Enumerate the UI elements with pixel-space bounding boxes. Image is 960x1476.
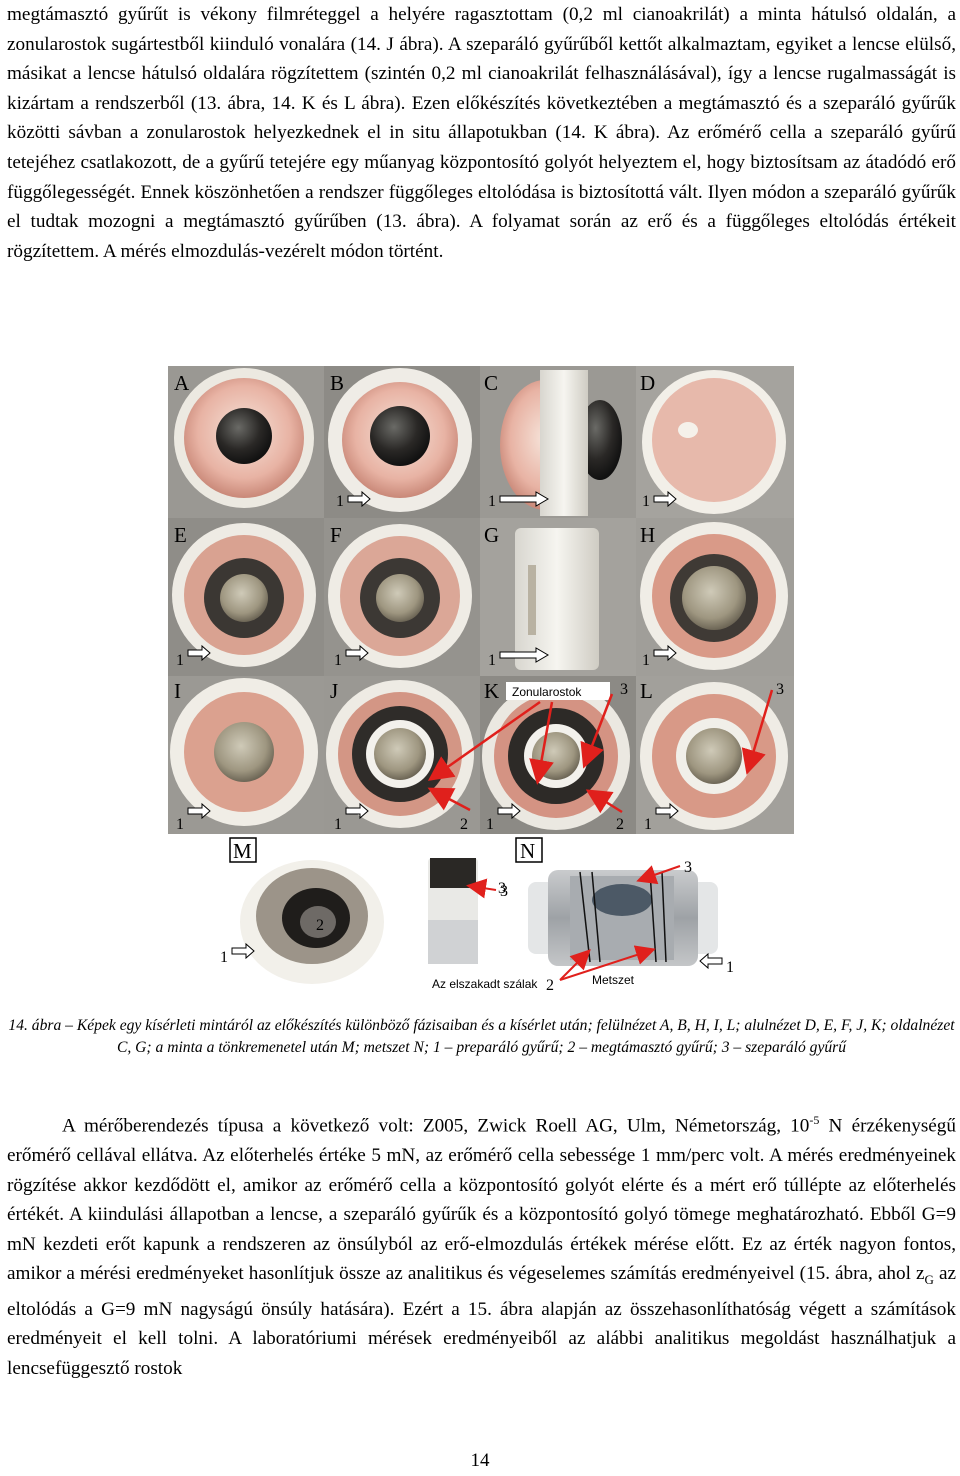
marker-3-k: 3 <box>620 681 628 698</box>
marker-1-l: 1 <box>644 816 652 833</box>
panel-h <box>636 518 794 676</box>
marker-1-i: 1 <box>176 816 184 833</box>
panel-letter-d: D <box>640 371 655 395</box>
panel-g <box>480 518 636 676</box>
ring-markers: 1 1 1 1 1 1 1 1 1 2 1 2 1 3 3 <box>176 490 784 833</box>
marker-3-l: 3 <box>776 681 784 698</box>
panel-letter-m: M <box>233 839 252 863</box>
marker-1-e: 1 <box>176 652 184 669</box>
paragraph-2-part-c: az eltolódás a G=9 mN nagyságú önsúly ha… <box>7 1263 956 1379</box>
paragraph-1: megtámasztó gyűrűt is vékony filmrétegge… <box>7 4 956 262</box>
figure-14: A B C D E F G H I J K L 1 1 1 1 1 1 1 1 … <box>168 366 794 994</box>
panel-d <box>636 366 794 518</box>
paragraph-2: A mérőberendezés típusa a következő volt… <box>7 1106 956 1384</box>
marker-3-m: 3 <box>500 883 508 900</box>
panel-letters: A B C D E F G H I J K L <box>174 371 655 703</box>
panel-letter-e: E <box>174 523 187 547</box>
marker-2-n: 2 <box>546 977 554 994</box>
panel-m: M Az elszakadt szálak 1 2 3 <box>220 837 538 991</box>
marker-3-n-left: 3 <box>498 880 506 897</box>
panel-letter-l: L <box>640 679 653 703</box>
marker-1-h: 1 <box>642 652 650 669</box>
marker-1-g: 1 <box>488 652 496 669</box>
marker-2-j: 2 <box>460 816 468 833</box>
marker-1-b: 1 <box>336 493 344 510</box>
subscript-g: G <box>924 1272 934 1288</box>
marker-1-m: 1 <box>220 949 228 966</box>
panel-letter-b: B <box>330 371 344 395</box>
panel-a <box>168 366 324 518</box>
metszet-label: Metszet <box>592 973 635 987</box>
figure-caption: 14. ábra – Képek egy kísérleti mintáról … <box>8 1017 955 1056</box>
panel-e <box>168 518 324 676</box>
marker-2-k: 2 <box>616 816 624 833</box>
marker-1-f: 1 <box>334 652 342 669</box>
panel-letter-n: N <box>520 839 535 863</box>
marker-3-n-top: 3 <box>684 859 692 876</box>
panel-letter-k: K <box>484 679 499 703</box>
panel-letter-f: F <box>330 523 342 547</box>
marker-2-m: 2 <box>316 917 324 934</box>
marker-1-c: 1 <box>488 493 496 510</box>
panel-letter-i: I <box>174 679 181 703</box>
zonularostok-label: Zonularostok <box>512 685 582 699</box>
panel-letter-g: G <box>484 523 499 547</box>
panel-b <box>324 366 480 518</box>
panel-letter-c: C <box>484 371 498 395</box>
paragraph-2-part-b: N érzékenységű erőmérő cellával ellátva.… <box>7 1115 956 1285</box>
marker-1-d: 1 <box>642 493 650 510</box>
marker-1-j: 1 <box>334 816 342 833</box>
page-number: 14 <box>470 1450 490 1471</box>
paragraph-2-part-a: A mérőberendezés típusa a következő volt… <box>62 1115 810 1137</box>
panel-i <box>168 676 324 834</box>
panel-c <box>480 366 636 518</box>
panel-letter-j: J <box>330 679 338 703</box>
exponent: -5 <box>809 1113 820 1127</box>
marker-1-n: 1 <box>726 959 734 976</box>
panel-n: N Metszet 2 1 3 3 <box>498 837 734 994</box>
zonularostok-callout: Zonularostok <box>427 682 774 814</box>
panel-letter-h: H <box>640 523 655 547</box>
panel-letter-a: A <box>174 371 190 395</box>
elszakadt-label: Az elszakadt szálak <box>432 977 538 991</box>
marker-1-k: 1 <box>486 816 494 833</box>
